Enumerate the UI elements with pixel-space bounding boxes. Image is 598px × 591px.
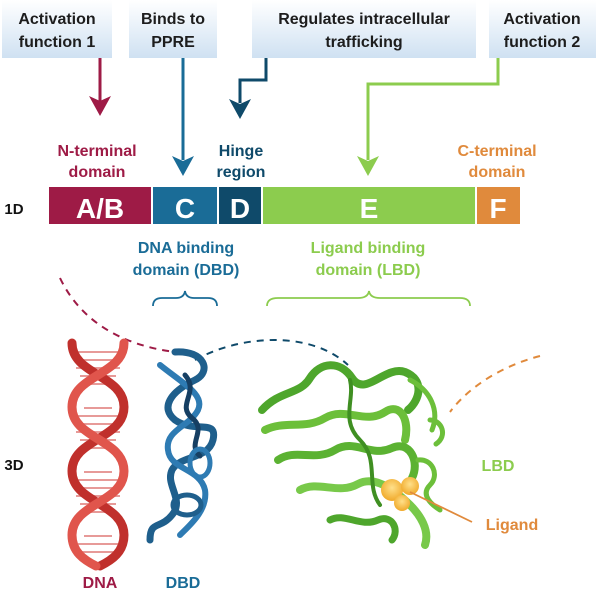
hinge-label-line1: Hinge [219,143,264,160]
dbd-ribbon [146,348,218,544]
segment-e-label: E [360,193,379,224]
c-terminal-label-line1: C-terminal [457,143,536,160]
dbd-brace [152,290,218,307]
n-terminal-dashed-link [59,277,176,353]
callout-binds-ppre: Binds to PPRE [129,0,217,58]
callout-binds-line2: PPRE [151,34,195,51]
arrow-af1 [89,58,111,116]
ligand-label: Ligand [486,517,538,534]
hinge-dashed-link [194,339,349,366]
callout-af1-line1: Activation [18,11,95,28]
lbd-label-line2: domain (LBD) [316,262,421,279]
row-label-3d: 3D [4,457,23,474]
segment-ab-label: A/B [76,193,124,224]
arrow-af2 [357,58,500,176]
callout-binds-line1: Binds to [141,11,205,28]
ligand-molecule [381,477,419,511]
arrow-binds-ppre [172,58,194,176]
callout-af2-line2: function 2 [504,34,581,51]
lbd-brace [266,290,471,307]
callout-regulates-trafficking: Regulates intracellular trafficking [252,0,476,58]
n-terminal-label-line2: domain [69,164,126,181]
callout-af1-line2: function 1 [19,34,96,51]
lbd-ribbon [258,361,446,549]
row-label-1d: 1D [4,201,23,218]
callout-traffic-line1: Regulates intracellular [278,11,450,28]
callout-activation-function-2: Activation function 2 [489,0,596,58]
lbd-label-line1: Ligand binding [311,240,426,257]
lbd-3d-label: LBD [482,458,515,475]
segment-c-label: C [175,193,195,224]
segment-e [262,187,476,224]
c-terminal-dashed-link [449,355,541,413]
c-terminal-label-line2: domain [469,164,526,181]
segment-c [152,187,218,224]
n-terminal-label-line1: N-terminal [57,143,136,160]
callout-af2-line1: Activation [503,11,580,28]
segment-d-label: D [230,193,250,224]
segment-f-label: F [489,193,506,224]
dbd-label-line2: domain (DBD) [133,262,240,279]
dbd-label-line1: DNA binding [138,240,234,257]
arrow-trafficking [229,58,268,119]
dbd-3d-label: DBD [166,575,201,591]
domain-bar: A/B C D E F [49,187,520,224]
segment-ab [49,187,152,224]
hinge-label-line2: region [217,164,266,181]
segment-f [476,187,520,224]
callout-activation-function-1: Activation function 1 [2,0,112,58]
dna-label: DNA [83,575,118,591]
ligand-pointer-line [409,491,473,523]
callout-traffic-line2: trafficking [325,34,402,51]
dna-helix [67,338,129,571]
segment-d [218,187,262,224]
